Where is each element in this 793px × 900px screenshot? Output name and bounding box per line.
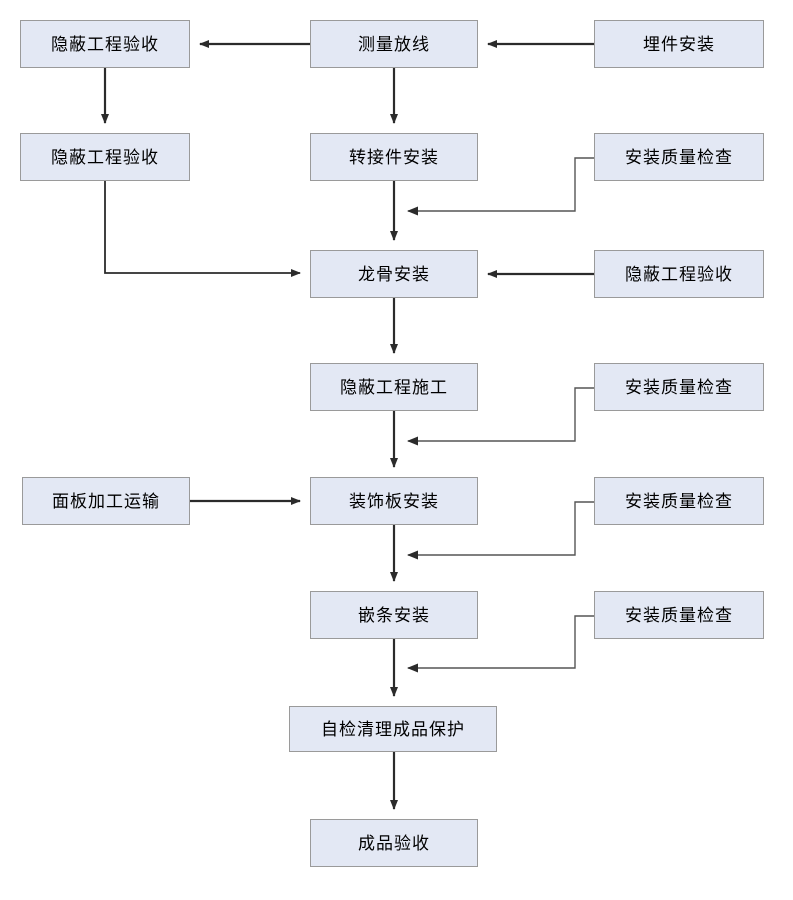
node-zijian-qingli-chengpin-baohu[interactable]: 自检清理成品保护 xyxy=(289,706,497,752)
node-anzhuang-zhiliang-jiancha-2[interactable]: 安装质量检查 xyxy=(594,363,764,411)
node-label: 安装质量检查 xyxy=(625,377,733,397)
node-chengpin-yanshou[interactable]: 成品验收 xyxy=(310,819,478,867)
edge-yinbi2-to-longgu xyxy=(104,181,301,277)
node-label: 转接件安装 xyxy=(349,147,439,167)
node-qiantiao-anzhuang[interactable]: 嵌条安装 xyxy=(310,591,478,639)
node-label: 隐蔽工程验收 xyxy=(51,147,159,167)
node-yinbi-gongcheng-yanshou-2[interactable]: 隐蔽工程验收 xyxy=(20,133,190,181)
node-zhuanjiejian-anzhuang[interactable]: 转接件安装 xyxy=(310,133,478,181)
node-label: 隐蔽工程验收 xyxy=(51,34,159,54)
node-longgu-anzhuang[interactable]: 龙骨安装 xyxy=(310,250,478,298)
node-yinbi-gongcheng-yanshou-3[interactable]: 隐蔽工程验收 xyxy=(594,250,764,298)
node-label: 自检清理成品保护 xyxy=(321,719,465,739)
node-anzhuang-zhiliang-jiancha-4[interactable]: 安装质量检查 xyxy=(594,591,764,639)
node-anzhuang-zhiliang-jiancha-3[interactable]: 安装质量检查 xyxy=(594,477,764,525)
node-maijian-anzhuang[interactable]: 埋件安装 xyxy=(594,20,764,68)
node-label: 嵌条安装 xyxy=(358,605,430,625)
node-label: 隐蔽工程验收 xyxy=(625,264,733,284)
node-label: 安装质量检查 xyxy=(625,147,733,167)
node-label: 隐蔽工程施工 xyxy=(340,377,448,397)
node-label: 面板加工运输 xyxy=(52,491,160,511)
node-celiang-fangxian[interactable]: 测量放线 xyxy=(310,20,478,68)
node-mianban-jiagong-yunshu[interactable]: 面板加工运输 xyxy=(22,477,190,525)
node-anzhuang-zhiliang-jiancha-1[interactable]: 安装质量检查 xyxy=(594,133,764,181)
node-label: 装饰板安装 xyxy=(349,491,439,511)
node-label: 成品验收 xyxy=(358,833,430,853)
node-yinbi-gongcheng-shigong[interactable]: 隐蔽工程施工 xyxy=(310,363,478,411)
node-label: 龙骨安装 xyxy=(358,264,430,284)
node-label: 安装质量检查 xyxy=(625,491,733,511)
node-label: 安装质量检查 xyxy=(625,605,733,625)
node-label: 埋件安装 xyxy=(643,34,715,54)
node-label: 测量放线 xyxy=(358,34,430,54)
node-yinbi-gongcheng-yanshou-1[interactable]: 隐蔽工程验收 xyxy=(20,20,190,68)
node-zhuangshiban-anzhuang[interactable]: 装饰板安装 xyxy=(310,477,478,525)
